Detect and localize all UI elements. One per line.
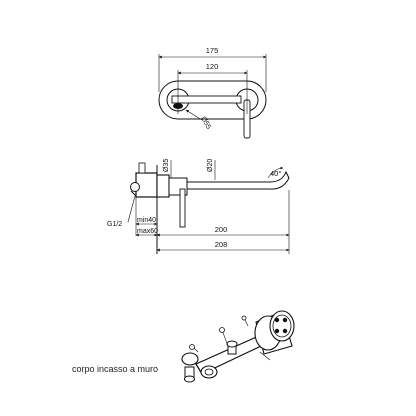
concealed-body-illustration (181, 310, 295, 383)
wall-plate-top (158, 80, 267, 139)
dim-35-label: Ø35 (163, 159, 170, 172)
dim-rosette-diameter: Ø55 (185, 109, 212, 131)
side-view: Ø35 Ø20 40° G1/2 (107, 159, 290, 254)
dim-120-label: 120 (206, 62, 219, 71)
dim-min40-label: min40 (137, 217, 156, 224)
dim-max60-label: max60 (137, 228, 158, 235)
dim-center-distance: 120 (177, 62, 248, 75)
dim-20-label: Ø20 (207, 159, 214, 172)
dim-55-label: Ø55 (199, 116, 212, 131)
caption-text: corpo incasso a muro (72, 364, 158, 374)
dim-208-label: 208 (215, 240, 228, 249)
handle-lever-side (179, 188, 186, 228)
thread-callout: G1/2 (107, 195, 136, 228)
top-view: 175 120 Ø55 (158, 46, 267, 139)
dim-175-label: 175 (206, 46, 219, 55)
dim-spout-angle: 40° (267, 166, 284, 179)
dim-overall-width: 175 (158, 46, 267, 59)
spout-side (186, 170, 290, 190)
dim-g12-label: G1/2 (107, 221, 122, 228)
dim-40-label: 40° (270, 169, 281, 178)
dim-200-label: 200 (215, 225, 228, 234)
valve-body-side (130, 162, 158, 198)
